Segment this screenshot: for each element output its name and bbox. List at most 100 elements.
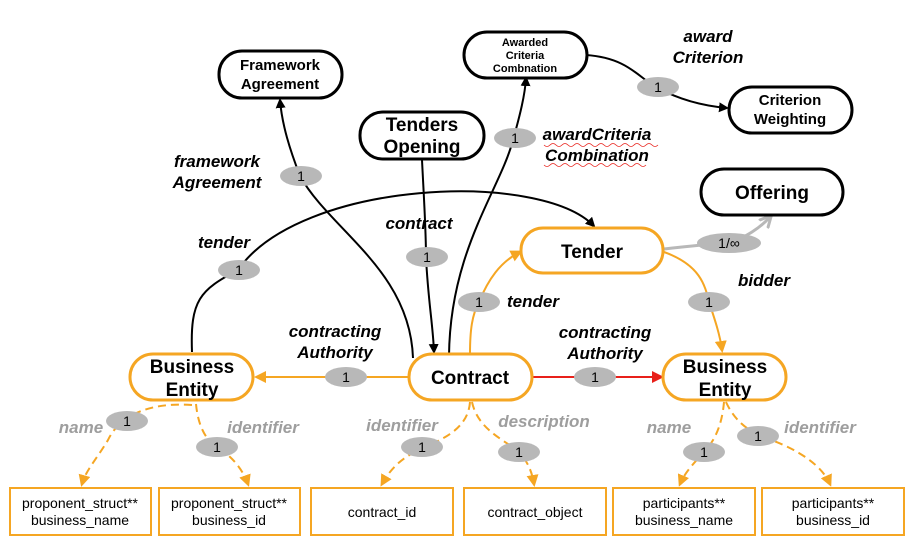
node-tender[interactable]: Tender (519, 226, 665, 275)
badge-tender-contract: 1 (458, 292, 500, 312)
box-participants-name-line1: participants** (643, 495, 726, 511)
box-proponent-id[interactable]: proponent_struct** business_id (158, 487, 301, 536)
spellcheck-underline-2 (543, 163, 647, 167)
node-tenders-opening[interactable]: Tenders Opening (358, 110, 486, 161)
badge-name-left-text: 1 (123, 413, 131, 429)
box-proponent-name[interactable]: proponent_struct** business_name (9, 487, 152, 536)
node-awarded-criteria-line3: Combnation (493, 63, 557, 75)
badge-award-criteria-combination-text: 1 (511, 130, 519, 146)
node-tenders-opening-line1: Tenders (386, 115, 459, 136)
node-business-entity-left-line2: Entity (166, 380, 219, 401)
badge-tender-left-text: 1 (235, 262, 243, 278)
badge-identifier-right: 1 (737, 426, 779, 446)
edge-identifier-left (195, 403, 251, 487)
label-award-criteria-combination-line2: Combination (545, 146, 649, 165)
label-tender-left: tender (198, 233, 251, 252)
badge-contracting-authority-right: 1 (574, 367, 616, 387)
node-awarded-criteria-line2: Criteria (506, 50, 545, 62)
edge-award-criteria-combination (448, 76, 531, 357)
badge-identifier-left: 1 (196, 437, 238, 457)
box-participants-name[interactable]: participants** business_name (612, 487, 756, 536)
edge-tender-left (190, 190, 596, 353)
box-participants-name-line2: business_name (635, 512, 733, 528)
spellcheck-underline (543, 143, 659, 147)
box-proponent-name-line2: business_name (31, 512, 129, 528)
node-business-entity-right-line1: Business (683, 357, 767, 378)
node-business-entity-left[interactable]: Business Entity (128, 352, 255, 402)
label-description: description (498, 412, 590, 431)
badge-identifier-left-text: 1 (213, 439, 221, 455)
label-contracting-authority-left-line2: Authority (296, 343, 374, 362)
node-contract[interactable]: Contract (407, 352, 534, 402)
box-participants-id-line1: participants** (792, 495, 875, 511)
edge-name-left (78, 403, 193, 487)
label-framework-agreement-line1: framework (174, 152, 262, 171)
badge-identifier-contract-text: 1 (418, 439, 426, 455)
node-tender-label: Tender (561, 242, 624, 263)
node-framework-agreement-line2: Agreement (241, 76, 319, 93)
badge-framework-agreement: 1 (280, 166, 322, 186)
label-identifier-contract: identifier (366, 416, 439, 435)
badge-offering-text: 1/∞ (718, 235, 740, 251)
edge-framework-agreement (275, 98, 414, 359)
badge-contract: 1 (406, 247, 448, 267)
node-contract-label: Contract (431, 368, 510, 389)
box-contract-object-label: contract_object (488, 504, 583, 520)
label-identifier-left: identifier (227, 418, 300, 437)
badge-name-right-text: 1 (700, 444, 708, 460)
box-proponent-id-line1: proponent_struct** (171, 495, 288, 511)
node-framework-agreement[interactable]: Framework Agreement (217, 49, 344, 100)
badge-award-criterion-text: 1 (654, 79, 662, 95)
node-business-entity-right-line2: Entity (699, 380, 752, 401)
node-awarded-criteria[interactable]: Awarded Criteria Combnation (462, 30, 589, 80)
badge-framework-agreement-text: 1 (297, 168, 305, 184)
badge-description: 1 (498, 442, 540, 462)
box-contract-object[interactable]: contract_object (463, 487, 607, 536)
edge-identifier-right (725, 401, 832, 487)
label-contract: contract (385, 214, 453, 233)
badge-contracting-authority-left: 1 (325, 367, 367, 387)
badge-award-criterion: 1 (637, 77, 679, 97)
label-name-left: name (59, 418, 103, 437)
badge-description-text: 1 (515, 444, 523, 460)
node-offering-label: Offering (735, 183, 809, 204)
badge-contracting-authority-right-text: 1 (591, 369, 599, 385)
node-criterion-weighting[interactable]: Criterion Weighting (727, 85, 854, 135)
badge-bidder-text: 1 (705, 294, 713, 310)
badge-contract-text: 1 (423, 249, 431, 265)
label-bidder: bidder (738, 271, 791, 290)
box-contract-id-label: contract_id (348, 504, 416, 520)
box-proponent-id-line2: business_id (192, 512, 266, 528)
node-awarded-criteria-line1: Awarded (502, 37, 548, 49)
box-participants-id[interactable]: participants** business_id (761, 487, 905, 536)
box-contract-id[interactable]: contract_id (310, 487, 454, 536)
label-framework-agreement-line2: Agreement (172, 173, 263, 192)
badge-tender-left: 1 (218, 260, 260, 280)
badge-tender-contract-text: 1 (475, 294, 483, 310)
badge-bidder: 1 (688, 292, 730, 312)
badge-name-right: 1 (683, 442, 725, 462)
label-tender-contract: tender (507, 292, 560, 311)
node-business-entity-left-line1: Business (150, 357, 234, 378)
box-proponent-name-line1: proponent_struct** (22, 495, 139, 511)
node-framework-agreement-line1: Framework (240, 57, 321, 74)
node-offering[interactable]: Offering (699, 167, 845, 217)
box-participants-id-line2: business_id (796, 512, 870, 528)
label-identifier-right: identifier (784, 418, 857, 437)
label-award-criterion-line1: award (683, 27, 733, 46)
badge-offering: 1/∞ (697, 233, 761, 253)
node-criterion-weighting-line2: Weighting (754, 111, 826, 128)
badge-identifier-right-text: 1 (754, 428, 762, 444)
node-business-entity-right[interactable]: Business Entity (661, 352, 788, 402)
badge-award-criteria-combination: 1 (494, 128, 536, 148)
label-award-criteria-combination-line1: awardCriteria (543, 125, 652, 144)
badge-identifier-contract: 1 (401, 437, 443, 457)
label-contracting-authority-right-line1: contracting (559, 323, 652, 342)
badge-name-left: 1 (106, 411, 148, 431)
label-name-right: name (647, 418, 691, 437)
node-criterion-weighting-line1: Criterion (759, 92, 822, 109)
node-tenders-opening-line2: Opening (383, 137, 460, 158)
label-contracting-authority-left-line1: contracting (289, 322, 382, 341)
